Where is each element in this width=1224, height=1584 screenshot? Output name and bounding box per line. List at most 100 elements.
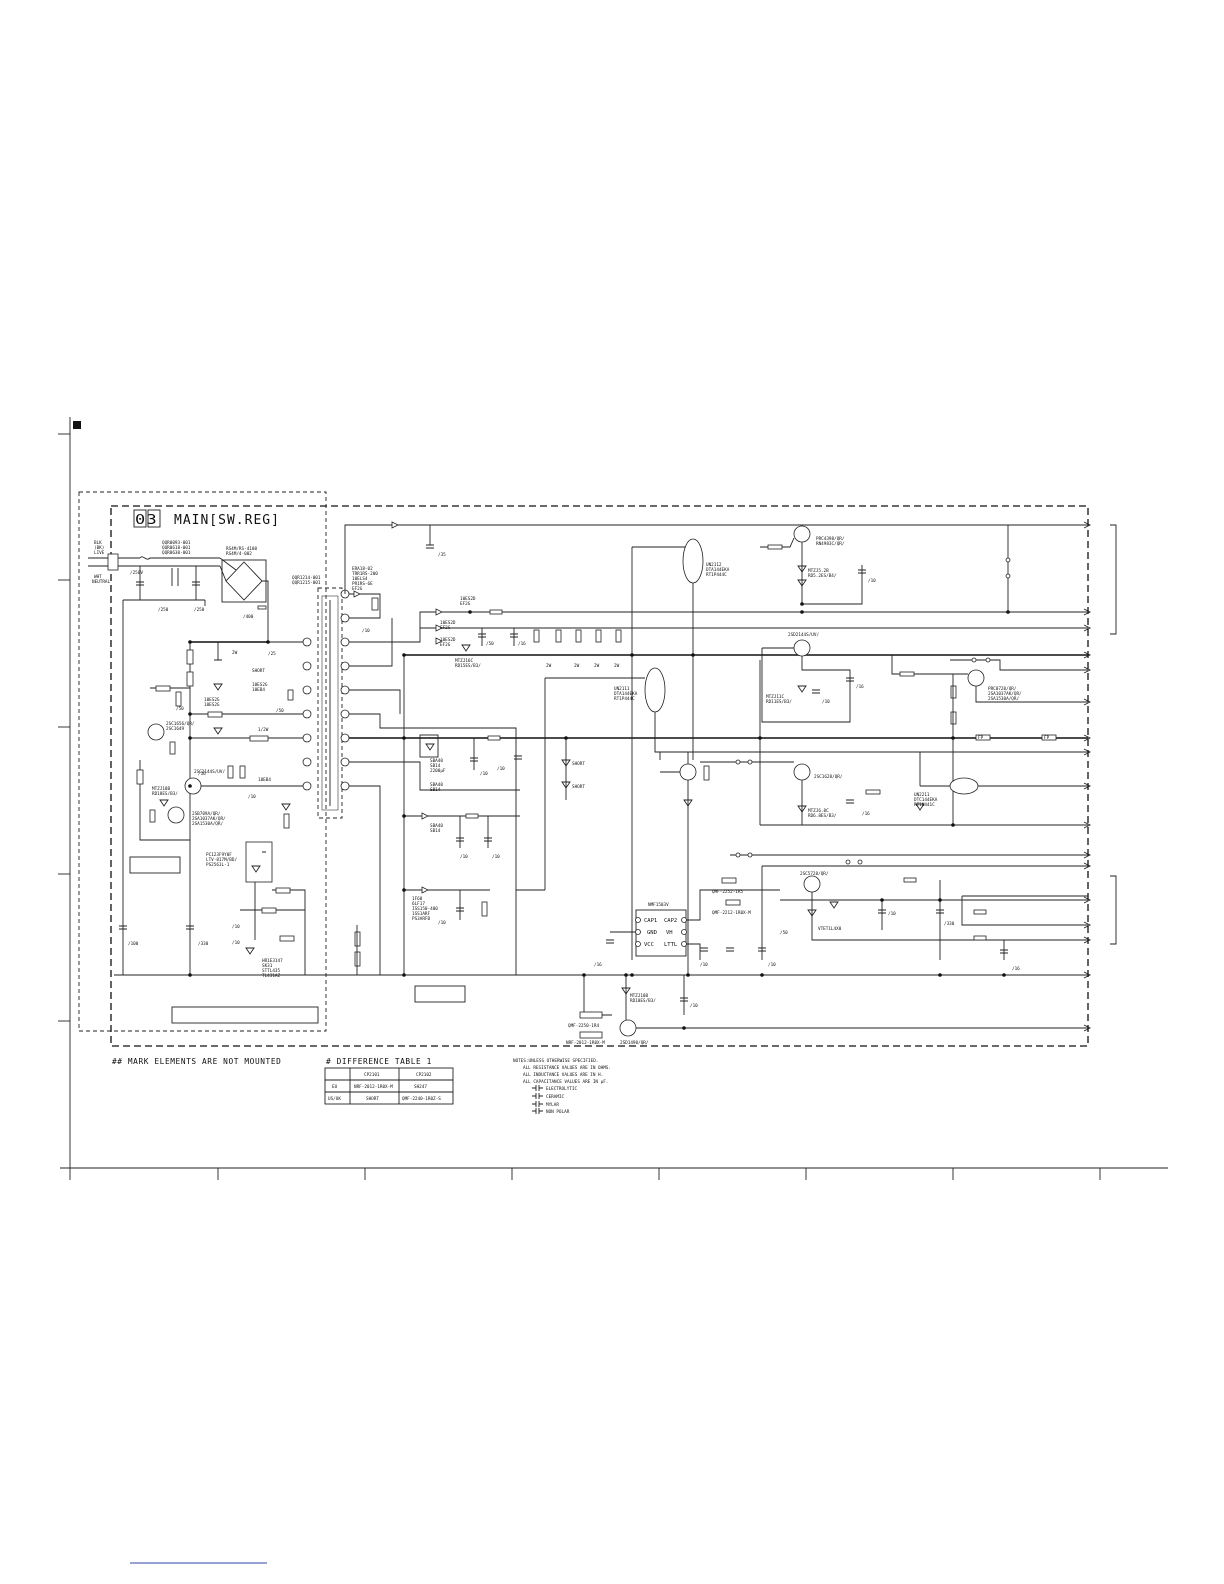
junction-dots	[188, 602, 1010, 1030]
diff-row-usuk-label: US/UK	[328, 1096, 341, 1102]
diode-part: 1F60	[412, 896, 423, 902]
transistor-part: 2SC1628/QR/	[814, 774, 843, 780]
diode-part: PR1RS-6E	[352, 581, 373, 587]
ic-pin: CAP2	[664, 918, 677, 924]
diff-row-usuk-cp2102: QMF-2240-1R0Z-S	[402, 1096, 441, 1102]
shunt-regulator-part: TL431AZ	[262, 973, 281, 979]
transistor-q-left-1	[147, 723, 165, 741]
legend-non-polar: NON POLAR	[546, 1109, 570, 1115]
diode-part: 1SS1ARF	[412, 911, 431, 917]
cap-val: /16	[1012, 966, 1020, 972]
bridge-part-1: RS4M/RS-4100	[226, 546, 257, 552]
transistor-q-2sd	[793, 639, 811, 657]
short-label: SHORT	[252, 668, 265, 674]
transformer-part-2: QQR1215-001	[292, 580, 321, 586]
transistor-q-left-2	[184, 777, 202, 795]
transistor-part: 2SB709A/QR/	[192, 811, 221, 817]
cap-val: /10	[480, 771, 488, 777]
diode-block-a	[419, 734, 439, 758]
cap-val: /10	[248, 794, 256, 800]
transistor-part: RT1P444C	[614, 696, 635, 702]
regulator-section: NMF1503V CAP1 GND VCC CAP2 VH LTTL QMF-2…	[515, 780, 1088, 1046]
output-connectors	[1083, 521, 1092, 1032]
zener-part: MTZJ11C	[766, 694, 785, 700]
cap-val: /330	[198, 941, 209, 947]
legend-nonpolar-icon	[532, 1108, 543, 1114]
transistor-part: 2SA1037AK/QR/	[192, 816, 226, 822]
ic-pin: GND	[647, 930, 657, 936]
diff-row-usuk-cp2101: SHORT	[366, 1096, 379, 1102]
transistor-q-low	[679, 763, 697, 781]
shunt-regulator	[245, 947, 255, 955]
res-val: 2W	[614, 663, 620, 669]
res-val: 2W	[232, 650, 238, 656]
transformer-pins	[302, 589, 350, 791]
zener	[797, 805, 807, 813]
diode-part: PS3ARFB	[412, 916, 431, 922]
cap-val: /50	[486, 641, 494, 647]
transistor-part: 2SA1037AK/QR/	[988, 691, 1022, 697]
diode-part: 10ES2G	[204, 702, 220, 708]
diode	[281, 803, 291, 811]
zener	[797, 685, 807, 693]
ic-nmf1503v	[635, 909, 687, 957]
cap-val: /10	[822, 699, 830, 705]
cap-val: /16	[856, 684, 864, 690]
not-mounted-note: ## MARK ELEMENTS ARE NOT MOUNTED	[112, 1057, 281, 1066]
transistor-q-left-3	[167, 806, 185, 824]
secondary-rail-top: /35 ERA18-02 TRR1RS-200 10ELS4 PR1RS-6E …	[344, 521, 1088, 669]
diode-part: SBA40	[430, 758, 443, 764]
cap-val: /10	[868, 578, 876, 584]
fp-label: FP	[978, 735, 984, 741]
fuse-part-3: QQR0630-001	[162, 550, 191, 556]
cap-val: /400	[243, 614, 254, 620]
res-val: 2W	[546, 663, 552, 669]
diode-part: 10ES2G	[252, 682, 268, 688]
transistor-q-2sc	[793, 763, 811, 781]
photo-coupler	[245, 841, 273, 883]
diode-part: EF2G	[460, 601, 471, 607]
cap-val: /16	[198, 771, 206, 777]
cap-val: /10	[492, 854, 500, 860]
transistor-q-mid	[644, 667, 666, 713]
cap-val: /25	[268, 651, 276, 657]
photo-coupler-part: PC123F9Y0F	[206, 852, 232, 858]
ic-pin: VH	[666, 930, 673, 936]
cap-val: /10	[438, 920, 446, 926]
diode-part: EF2G	[440, 642, 451, 648]
diff-col-cp2101: CP2101	[364, 1072, 380, 1078]
legend-mylar: MYLAR	[546, 1102, 559, 1108]
diode-part: SBA40	[430, 782, 443, 788]
transistor-part: 2SC1649	[166, 726, 185, 732]
transistor-part: PRC0720/QR/	[988, 686, 1017, 692]
res-val: 1/2W	[258, 727, 269, 733]
zener-part: MTZJ10B	[630, 993, 649, 999]
diode-part: 10ES2G	[204, 697, 220, 703]
cap-val: /35	[438, 552, 446, 558]
cap-val: /16	[594, 962, 602, 968]
short-label: SHORT	[572, 784, 585, 790]
bridge-rectifier: RS4M/RS-4100 RS4M/4-002 /400	[219, 546, 269, 620]
transistor-q-right	[967, 669, 985, 687]
notes-line-1: ALL RESISTANCE VALUES ARE IN OHMS.	[523, 1065, 611, 1071]
transistor-q-un2211	[949, 777, 979, 795]
transistor-part: DTA144EKA	[706, 567, 730, 573]
transistor-part: RN4983C/QR/	[816, 541, 845, 547]
res-val: 2W	[574, 663, 580, 669]
fuse-part-1: QQR0093-001	[162, 540, 191, 546]
cap-val: /100	[128, 941, 139, 947]
legend-ceramic: CERAMIC	[546, 1094, 565, 1100]
legend-electrolytic: ELECTROLYTIC	[546, 1086, 577, 1092]
transistor-part: PRC4398/QR/	[816, 536, 845, 542]
legend-electrolytic-icon	[532, 1085, 543, 1091]
zener-part: RD18ES/B3/	[152, 791, 178, 797]
cap-val: /10	[497, 766, 505, 772]
transistor-part: 2SC5728/QR/	[800, 871, 829, 877]
diff-row-eu-label: EU	[332, 1084, 338, 1090]
diode-part: 10ES2D	[440, 637, 456, 643]
transistor-part: 2SD2144S/UV/	[788, 632, 819, 638]
shunt-regulator-part: STTL435	[262, 968, 281, 974]
diode-part: 6LF17	[412, 901, 425, 907]
photo-coupler-part: LTV-817M/BD/	[206, 857, 237, 863]
